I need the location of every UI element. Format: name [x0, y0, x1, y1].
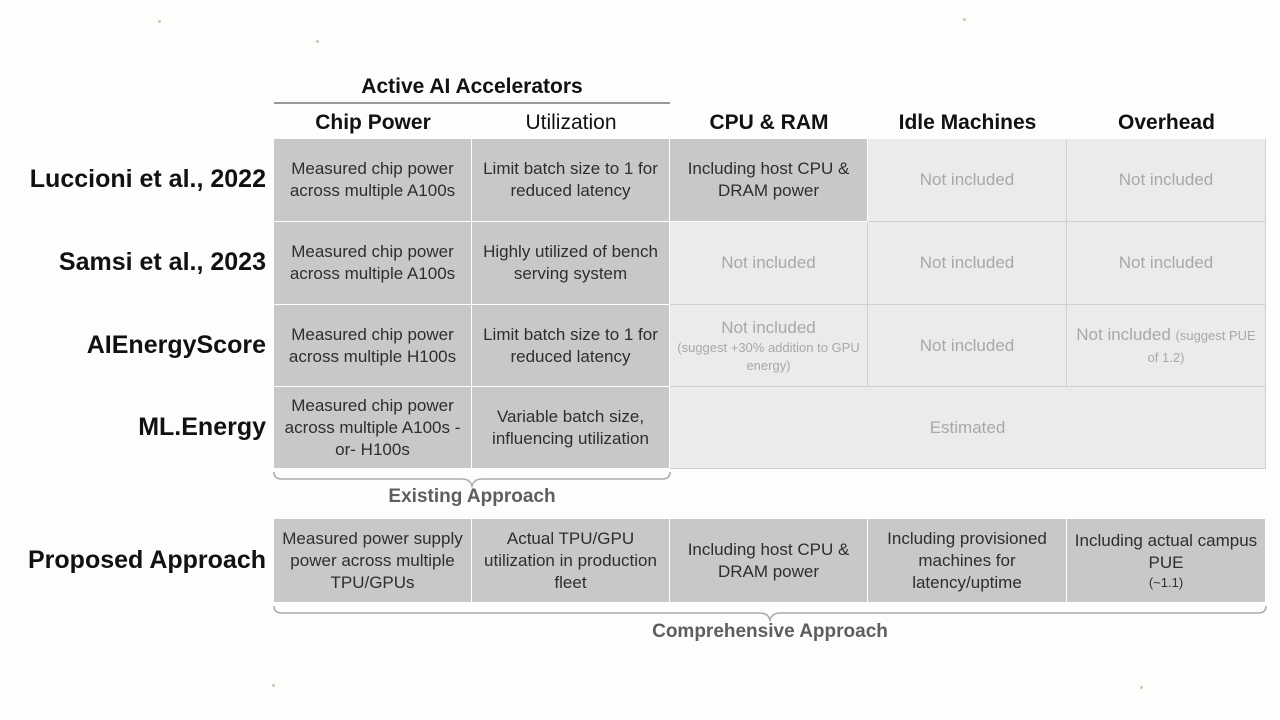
cell-note: (suggest +30% addition to GPU energy)	[677, 339, 860, 373]
table-cell: Highly utilized of bench serving system	[472, 222, 670, 305]
table-cell: Measured chip power across multiple A100…	[274, 139, 472, 222]
cell-main-text: Including actual campus PUE	[1074, 530, 1258, 572]
row-label-ml-energy: ML.Energy	[138, 413, 266, 441]
table-cell: Not included	[868, 222, 1067, 305]
comprehensive-approach-label: Comprehensive Approach	[652, 621, 888, 642]
row-label-aienergyscore: AIEnergyScore	[86, 331, 266, 359]
column-header-overhead: Overhead	[1118, 111, 1215, 134]
table-cell: Measured power supply power across multi…	[274, 519, 472, 603]
row-label-luccioni: Luccioni et al., 2022	[29, 165, 266, 193]
table-cell: Measured chip power across multiple A100…	[274, 387, 472, 469]
table-cell: Actual TPU/GPU utilization in production…	[472, 519, 670, 603]
table-cell: Including actual campus PUE (~1.1)	[1067, 519, 1266, 603]
table-cell: Measured chip power across multiple H100…	[274, 305, 472, 387]
group-title: Active AI Accelerators	[361, 75, 583, 98]
row-label-proposed: Proposed Approach	[28, 546, 266, 574]
table-cell: Not included (suggest +30% addition to G…	[670, 305, 868, 387]
background-speck	[272, 684, 275, 687]
existing-approach-label: Existing Approach	[388, 486, 556, 507]
background-speck	[1140, 686, 1143, 689]
background-speck	[963, 18, 966, 21]
table-cell: Including provisioned machines for laten…	[868, 519, 1067, 603]
row-label-samsi: Samsi et al., 2023	[58, 248, 266, 276]
cell-main-text: Not included	[1076, 324, 1171, 344]
table-cell: Limit batch size to 1 for reduced latenc…	[472, 305, 670, 387]
table-cell: Not included	[1067, 139, 1266, 222]
table-cell: Not included	[868, 305, 1067, 387]
table-cell: Not included	[868, 139, 1067, 222]
table-cell: Variable batch size, influencing utiliza…	[472, 387, 670, 469]
table-cell-merged: Estimated	[670, 387, 1266, 469]
table-cell: Including host CPU & DRAM power	[670, 519, 868, 603]
column-header-idle-machines: Idle Machines	[898, 111, 1037, 134]
table-cell: Including host CPU & DRAM power	[670, 139, 868, 222]
cell-note: (suggest PUE of 1.2)	[1147, 327, 1256, 365]
cell-main-text: Not included	[721, 317, 816, 337]
column-header-chip-power: Chip Power	[315, 111, 431, 134]
background-speck	[316, 40, 319, 43]
table-cell: Not included (suggest PUE of 1.2)	[1067, 305, 1266, 387]
comprehensive-approach-brace	[273, 605, 1267, 622]
background-speck	[158, 20, 161, 23]
table-cell: Measured chip power across multiple A100…	[274, 222, 472, 305]
group-underline	[274, 102, 670, 104]
existing-approach-brace	[273, 471, 671, 488]
table-cell: Limit batch size to 1 for reduced latenc…	[472, 139, 670, 222]
column-header-utilization: Utilization	[525, 111, 617, 134]
cell-note: (~1.1)	[1148, 574, 1184, 590]
column-header-cpu-ram: CPU & RAM	[709, 111, 829, 134]
table-cell: Not included	[1067, 222, 1266, 305]
table-cell: Not included	[670, 222, 868, 305]
